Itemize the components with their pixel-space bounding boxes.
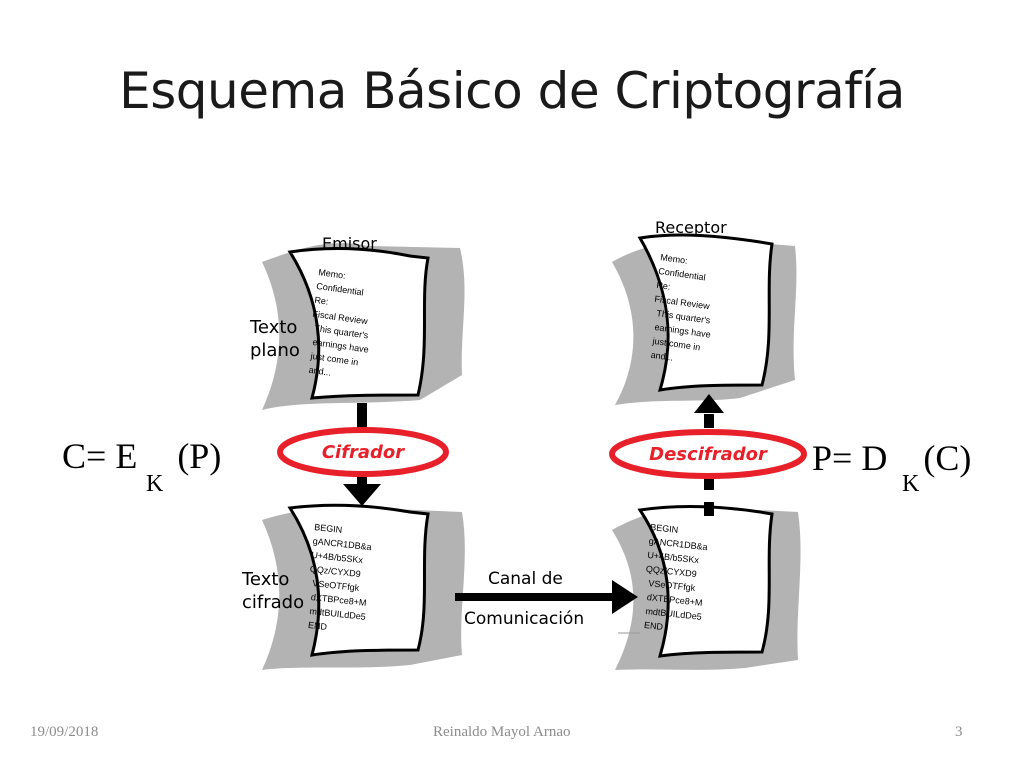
arrow-dash xyxy=(704,476,714,490)
arrow-dash xyxy=(704,502,714,516)
channel-arrow-head xyxy=(612,580,638,614)
channel-arrow-shaft xyxy=(455,593,615,601)
footer-page-number: 3 xyxy=(955,724,963,740)
cifrador-label: Cifrador xyxy=(322,442,405,463)
encrypt-formula-main: C= E xyxy=(62,436,138,476)
cipher-text-label-line1: Texto xyxy=(241,569,289,590)
document-page xyxy=(287,503,430,657)
document-text-line: END xyxy=(644,620,664,632)
ciphertext-document-left: BEGINgANCR1DB&aU+4B/b5SKxQQz/CYXD9VSeOTF… xyxy=(262,503,465,670)
arrow-head-up xyxy=(694,394,724,413)
document-text-line: and... xyxy=(308,365,332,378)
arrow-shaft-top xyxy=(357,403,367,431)
document-text: BEGINgANCR1DB&aU+4B/b5SKxQQz/CYXD9VSeOTF… xyxy=(644,522,709,632)
document-text-line: Re: xyxy=(656,280,671,292)
document-text-line: BEGIN xyxy=(314,522,343,535)
footer-date: 19/09/2018 xyxy=(30,724,99,740)
document-text-line: END xyxy=(308,620,328,632)
decrypt-formula-main: P= D xyxy=(812,438,888,478)
document-text-line: VSeOTFfgk xyxy=(312,578,360,593)
cifrador-ellipse xyxy=(277,427,449,477)
slide-title: Esquema Básico de Criptografía xyxy=(119,62,905,120)
descifrador-ellipse xyxy=(609,429,807,479)
document-text-line: BEGIN xyxy=(650,522,679,535)
arrow-head-down xyxy=(343,484,381,506)
cipher-text-label-line2: cifrado xyxy=(242,592,304,613)
cifrador-box: Cifrador xyxy=(277,427,449,477)
plain-text-label-line1: Texto xyxy=(249,317,297,338)
ciphertext-document-right: BEGINgANCR1DB&aU+4B/b5SKxQQz/CYXD9VSeOTF… xyxy=(612,504,801,670)
channel-label-line2: Comunicación xyxy=(464,609,584,629)
decrypt-formula: P= D (C) K xyxy=(812,437,972,497)
encrypt-arrow xyxy=(343,403,381,506)
document-page xyxy=(287,247,430,400)
channel-arrow xyxy=(455,580,640,634)
decrypt-formula-subscript: K xyxy=(902,471,920,497)
document-page xyxy=(637,504,774,658)
document-text-line: and... xyxy=(650,350,674,363)
footer-author: Reinaldo Mayol Arnao xyxy=(433,724,571,740)
encrypt-formula-subscript: K xyxy=(146,471,164,497)
channel-label-line1: Canal de xyxy=(488,569,563,589)
descifrador-box: Descifrador xyxy=(609,429,807,479)
document-text-line: Re: xyxy=(314,295,329,307)
arrow-shaft-bottom xyxy=(357,476,367,488)
document-text-line: VSeOTFfgk xyxy=(648,578,696,593)
decrypt-arrow xyxy=(694,394,724,516)
descifrador-label: Descifrador xyxy=(649,444,768,465)
encrypt-formula-arg: (P) xyxy=(177,436,222,476)
arrow-dash xyxy=(704,414,714,428)
decrypt-formula-arg: (C) xyxy=(923,438,972,478)
encrypt-formula: C= E (P) K xyxy=(62,435,222,497)
plain-text-label-line2: plano xyxy=(250,340,300,361)
document-text-line: Memo: xyxy=(660,252,689,266)
document-page xyxy=(637,233,774,392)
emisor-label: Emisor xyxy=(322,234,377,253)
receptor-label: Receptor xyxy=(655,218,727,237)
document-text-line: Memo: xyxy=(318,267,347,281)
